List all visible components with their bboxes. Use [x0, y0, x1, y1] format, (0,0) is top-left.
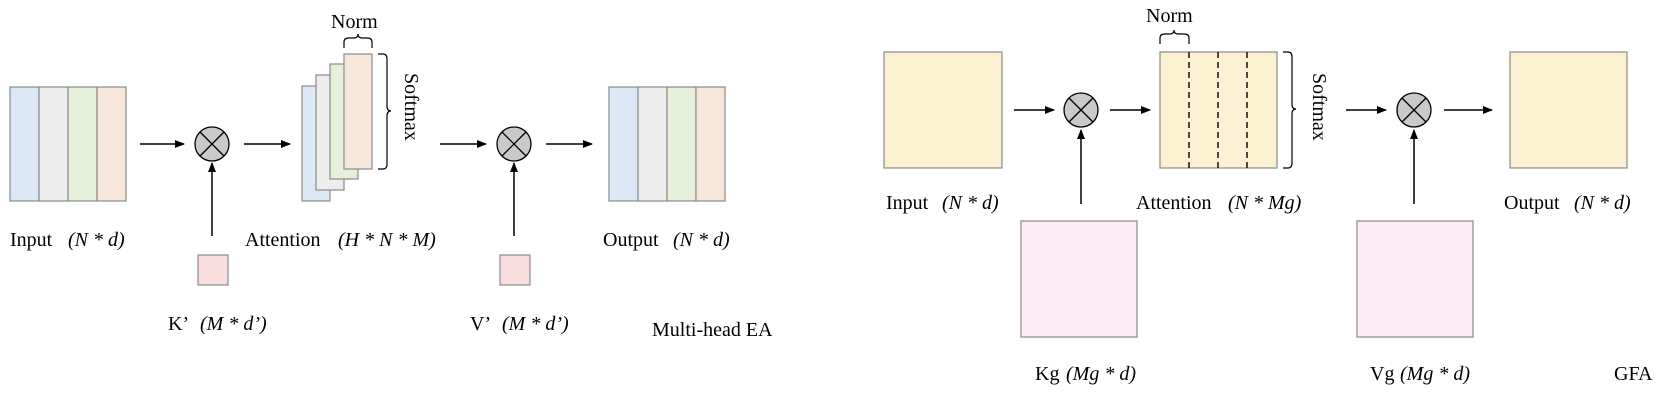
- left-output-dims: (N * d): [673, 229, 730, 251]
- left-multiply-icon-2: [496, 126, 532, 162]
- right-attention-rect: [1159, 51, 1278, 169]
- right-input-block: [883, 51, 1003, 169]
- left-output-block: [608, 86, 726, 202]
- left-output-stripe-green: [666, 86, 697, 202]
- left-v-block: [499, 254, 531, 286]
- left-k-block: [197, 254, 229, 286]
- right-softmax-label: Softmax: [1308, 73, 1330, 141]
- left-output-stripe-peach: [695, 86, 726, 202]
- right-v-label: Vg: [1370, 363, 1394, 385]
- right-multiply-icon-2: [1396, 92, 1432, 128]
- right-norm-label: Norm: [1146, 5, 1193, 27]
- right-output-block: [1509, 51, 1628, 169]
- left-attention-layer-peach: [343, 53, 373, 170]
- right-k-dims: (Mg * d): [1066, 363, 1136, 385]
- left-norm-brace: [343, 33, 373, 48]
- left-multiply-icon-1: [194, 126, 230, 162]
- left-norm-label: Norm: [331, 11, 378, 33]
- left-output-stripe-gray: [637, 86, 668, 202]
- left-attention-stack: [301, 53, 373, 202]
- left-input-stripe-gray: [38, 86, 69, 202]
- right-caption: GFA: [1614, 363, 1653, 385]
- left-attention-dims: (H * N * M): [338, 229, 436, 251]
- left-input-label: Input: [10, 229, 53, 251]
- right-panel: Input (N * d) Kg (Mg * d) Norm Softmax: [883, 5, 1653, 385]
- left-output-label: Output: [603, 229, 659, 251]
- right-attention-block: [1159, 51, 1278, 169]
- left-input-stripe-blue: [9, 86, 40, 202]
- right-norm-brace: [1159, 29, 1190, 44]
- right-v-dims: (Mg * d): [1400, 363, 1470, 385]
- left-output-stripe-blue: [608, 86, 639, 202]
- right-softmax-brace: [1283, 51, 1297, 169]
- left-caption: Multi-head EA: [652, 319, 773, 341]
- right-multiply-icon-1: [1063, 92, 1099, 128]
- left-attention-label: Attention: [245, 229, 321, 251]
- left-input-dims: (N * d): [68, 229, 125, 251]
- right-output-label: Output: [1504, 192, 1560, 214]
- right-v-block: [1356, 220, 1474, 338]
- right-attention-label: Attention: [1136, 192, 1212, 214]
- left-softmax-brace: [378, 53, 392, 170]
- left-v-label: V’: [470, 313, 491, 335]
- right-k-label: Kg: [1035, 363, 1059, 385]
- right-attention-dims: (N * Mg): [1228, 192, 1302, 214]
- left-v-dims: (M * d’): [502, 313, 569, 335]
- left-softmax-label: Softmax: [400, 73, 422, 141]
- left-k-label: K’: [168, 313, 189, 335]
- right-k-block: [1020, 220, 1138, 338]
- right-input-dims: (N * d): [942, 192, 999, 214]
- right-input-label: Input: [886, 192, 929, 214]
- left-panel: Input (N * d) K’ (M * d’) Norm Softmax: [9, 11, 773, 341]
- right-output-dims: (N * d): [1574, 192, 1631, 214]
- left-input-block: [9, 86, 127, 202]
- left-k-dims: (M * d’): [200, 313, 267, 335]
- left-input-stripe-peach: [96, 86, 127, 202]
- left-input-stripe-green: [67, 86, 98, 202]
